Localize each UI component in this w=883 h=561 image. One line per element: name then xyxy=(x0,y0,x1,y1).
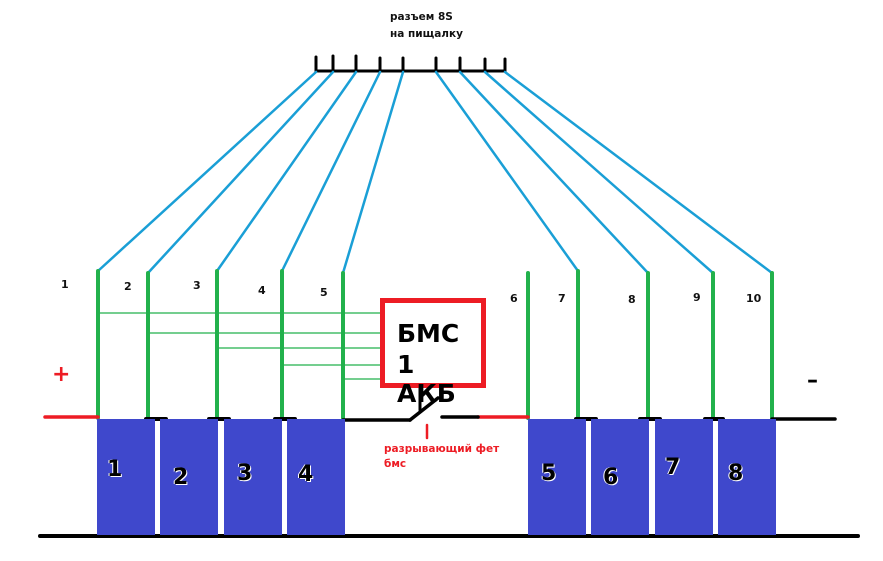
connector-title-line2: на пищалку xyxy=(390,28,463,40)
battery-cell-5: 5 xyxy=(528,419,586,535)
positive-sign: + xyxy=(52,362,71,387)
wire-label: 2 xyxy=(124,280,132,293)
cell-number: 7 xyxy=(665,455,681,480)
connector-wire xyxy=(215,70,358,273)
cell-number: 8 xyxy=(728,461,744,486)
bms-subtitle: 1 АКБ xyxy=(397,350,456,408)
cell-number: 4 xyxy=(298,462,314,487)
bms-title: БМС xyxy=(397,319,460,348)
connector-wire xyxy=(434,70,580,273)
wire-label: 6 xyxy=(510,292,518,305)
connector-wire xyxy=(458,70,650,275)
battery-cell-8: 8 xyxy=(718,419,776,535)
connector-wire xyxy=(341,70,405,275)
connector-wire xyxy=(96,70,318,273)
battery-cell-3: 3 xyxy=(224,419,282,535)
cell-number: 3 xyxy=(237,461,253,486)
battery-cell-6: 6 xyxy=(591,419,649,535)
battery-cell-7: 7 xyxy=(655,419,713,535)
connector-wire xyxy=(146,70,335,275)
battery-cell-1: 1 xyxy=(97,419,155,535)
bms-box: БМС 1 АКБ xyxy=(380,298,486,408)
wire-label: 10 xyxy=(746,292,762,305)
connector-title-line1: разъем 8S xyxy=(390,11,453,23)
connector-wire xyxy=(483,70,715,275)
negative-sign: – xyxy=(807,368,818,393)
connector-title: разъем 8S на пищалку xyxy=(390,9,463,43)
wire-label: 1 xyxy=(61,278,69,291)
wire-label: 3 xyxy=(193,279,201,292)
cell-number: 5 xyxy=(541,461,557,486)
wire-label: 8 xyxy=(628,293,636,306)
connector-wire xyxy=(503,70,774,275)
wire-label: 4 xyxy=(258,284,266,297)
fet-label-line1: разрывающий фет xyxy=(384,443,500,455)
wire-label: 7 xyxy=(558,292,566,305)
battery-cell-2: 2 xyxy=(160,419,218,535)
fet-switch xyxy=(408,396,440,422)
cell-number: 1 xyxy=(107,457,123,482)
fet-label-line2: бмс xyxy=(384,458,407,470)
cell-number: 6 xyxy=(603,465,619,490)
wire-label: 9 xyxy=(693,291,701,304)
battery-cell-4: 4 xyxy=(287,419,345,535)
fet-label: разрывающий фет бмс xyxy=(384,442,499,472)
cell-number: 2 xyxy=(173,465,189,490)
wire-label: 5 xyxy=(320,286,328,299)
connector-wire xyxy=(280,70,382,273)
